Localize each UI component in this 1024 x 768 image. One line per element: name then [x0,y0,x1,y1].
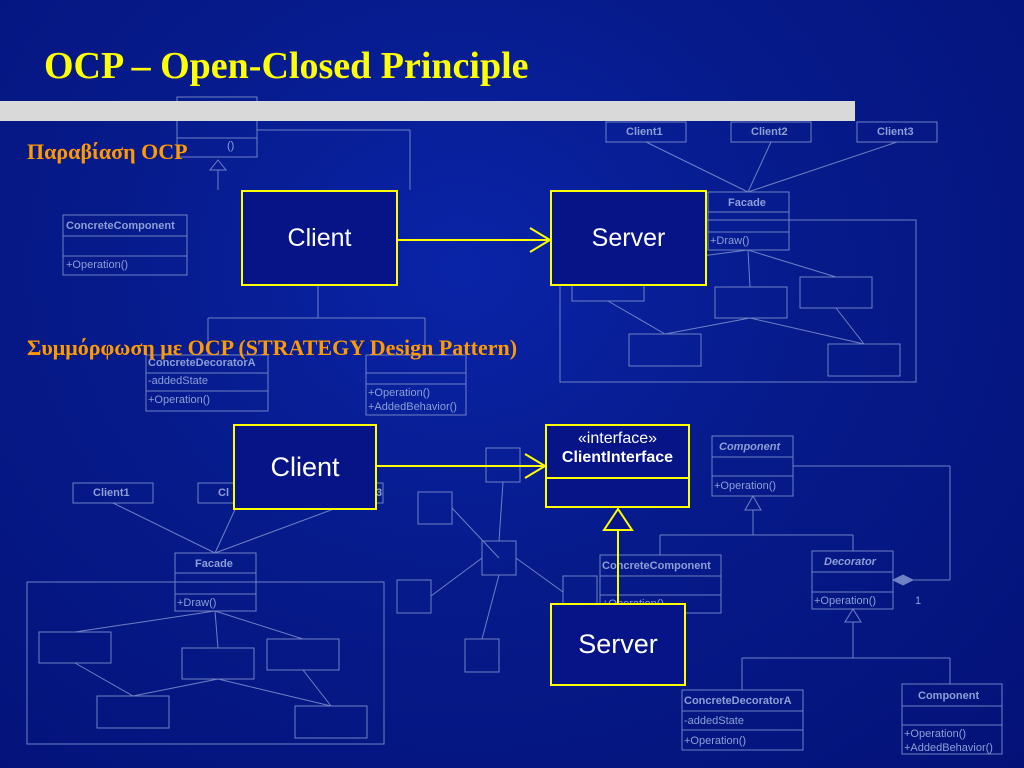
top-client-box: Client [241,190,398,286]
bg-concrete-component-name: ConcreteComponent [66,220,175,232]
bg-client3-label: Client3 [877,126,914,138]
heading-ocp-violation: Παραβίαση OCP [27,139,188,164]
bg-facade-label: Facade [728,197,766,209]
bg-component-op: () [227,140,234,152]
bg-decorator-b-op1: +Operation() [368,387,430,399]
bg-client1-label: Client1 [626,126,663,138]
bottom-server-box: Server [550,603,686,686]
bg-br-decorator-op: +Operation() [814,595,876,607]
bg-client2-label: Client2 [751,126,788,138]
top-server-label: Server [591,223,666,252]
bg-br-multiplicity: 1 [915,595,921,607]
bg-br-component-op: +Operation() [714,480,776,492]
bg-br-decorator-b-op1: +Operation() [904,728,966,740]
bg-subsystem-frame [559,219,917,383]
title-underline-bar [0,101,855,121]
heading-ocp-conformance: Συμμόρφωση με OCP (STRATEGY Design Patte… [27,335,518,360]
top-server-box: Server [550,190,707,286]
bg-br-decorator-b-op2: +AddedBehavior() [904,742,993,754]
bg-bl-client3-label: 3 [376,487,382,499]
bg-br-decorator-a-label: ConcreteDecoratorA [684,695,792,707]
bottom-server-label: Server [578,629,658,659]
bg-br-decorator-b [901,683,1003,755]
client-interface-box: «interface» ClientInterface [545,424,690,508]
interface-compartment-divider [547,477,688,479]
bg-br-decorator-a-op: +Operation() [684,735,746,747]
bg-decorator-b-op2: +AddedBehavior() [368,401,457,413]
realization-triangle [602,507,634,531]
bg-decorator-a-attr: -addedState [148,375,208,387]
bottom-client-box: Client [233,424,377,510]
bg-br-decorator-a [681,689,804,751]
bg-br-decorator-b-label: Component [918,690,979,702]
bg-bl-facade-op: +Draw() [177,597,216,609]
bg-concrete-component [62,214,188,276]
bg-concrete-component-op: +Operation() [66,259,128,271]
bg-decorator-a-op: +Operation() [148,394,210,406]
slide-title: OCP – Open-Closed Principle [44,45,529,87]
bg-decorator-b [365,354,467,416]
interface-name: ClientInterface [561,449,674,466]
bg-facade-op: +Draw() [710,235,749,247]
bg-br-concrete-component-label: ConcreteComponent [602,560,711,572]
bg-br-decorator-a-attr: -addedState [684,715,744,727]
top-client-label: Client [287,223,352,252]
bottom-client-label: Client [270,451,340,482]
interface-stereotype: «interface» [577,430,658,447]
bg-bl-subsystem-frame [26,581,385,745]
bg-decorator-a [145,354,269,412]
bg-br-decorator-label: Decorator [824,556,877,568]
bg-bl-facade-label: Facade [195,558,233,570]
bg-br-component-label: Component [719,441,781,453]
bg-component-box [176,96,258,158]
bg-bl-client2-label: Cl [218,487,229,499]
bg-bl-client1-label: Client1 [93,487,130,499]
bg-decorator-a-name: ConcreteDecoratorA [148,357,256,369]
